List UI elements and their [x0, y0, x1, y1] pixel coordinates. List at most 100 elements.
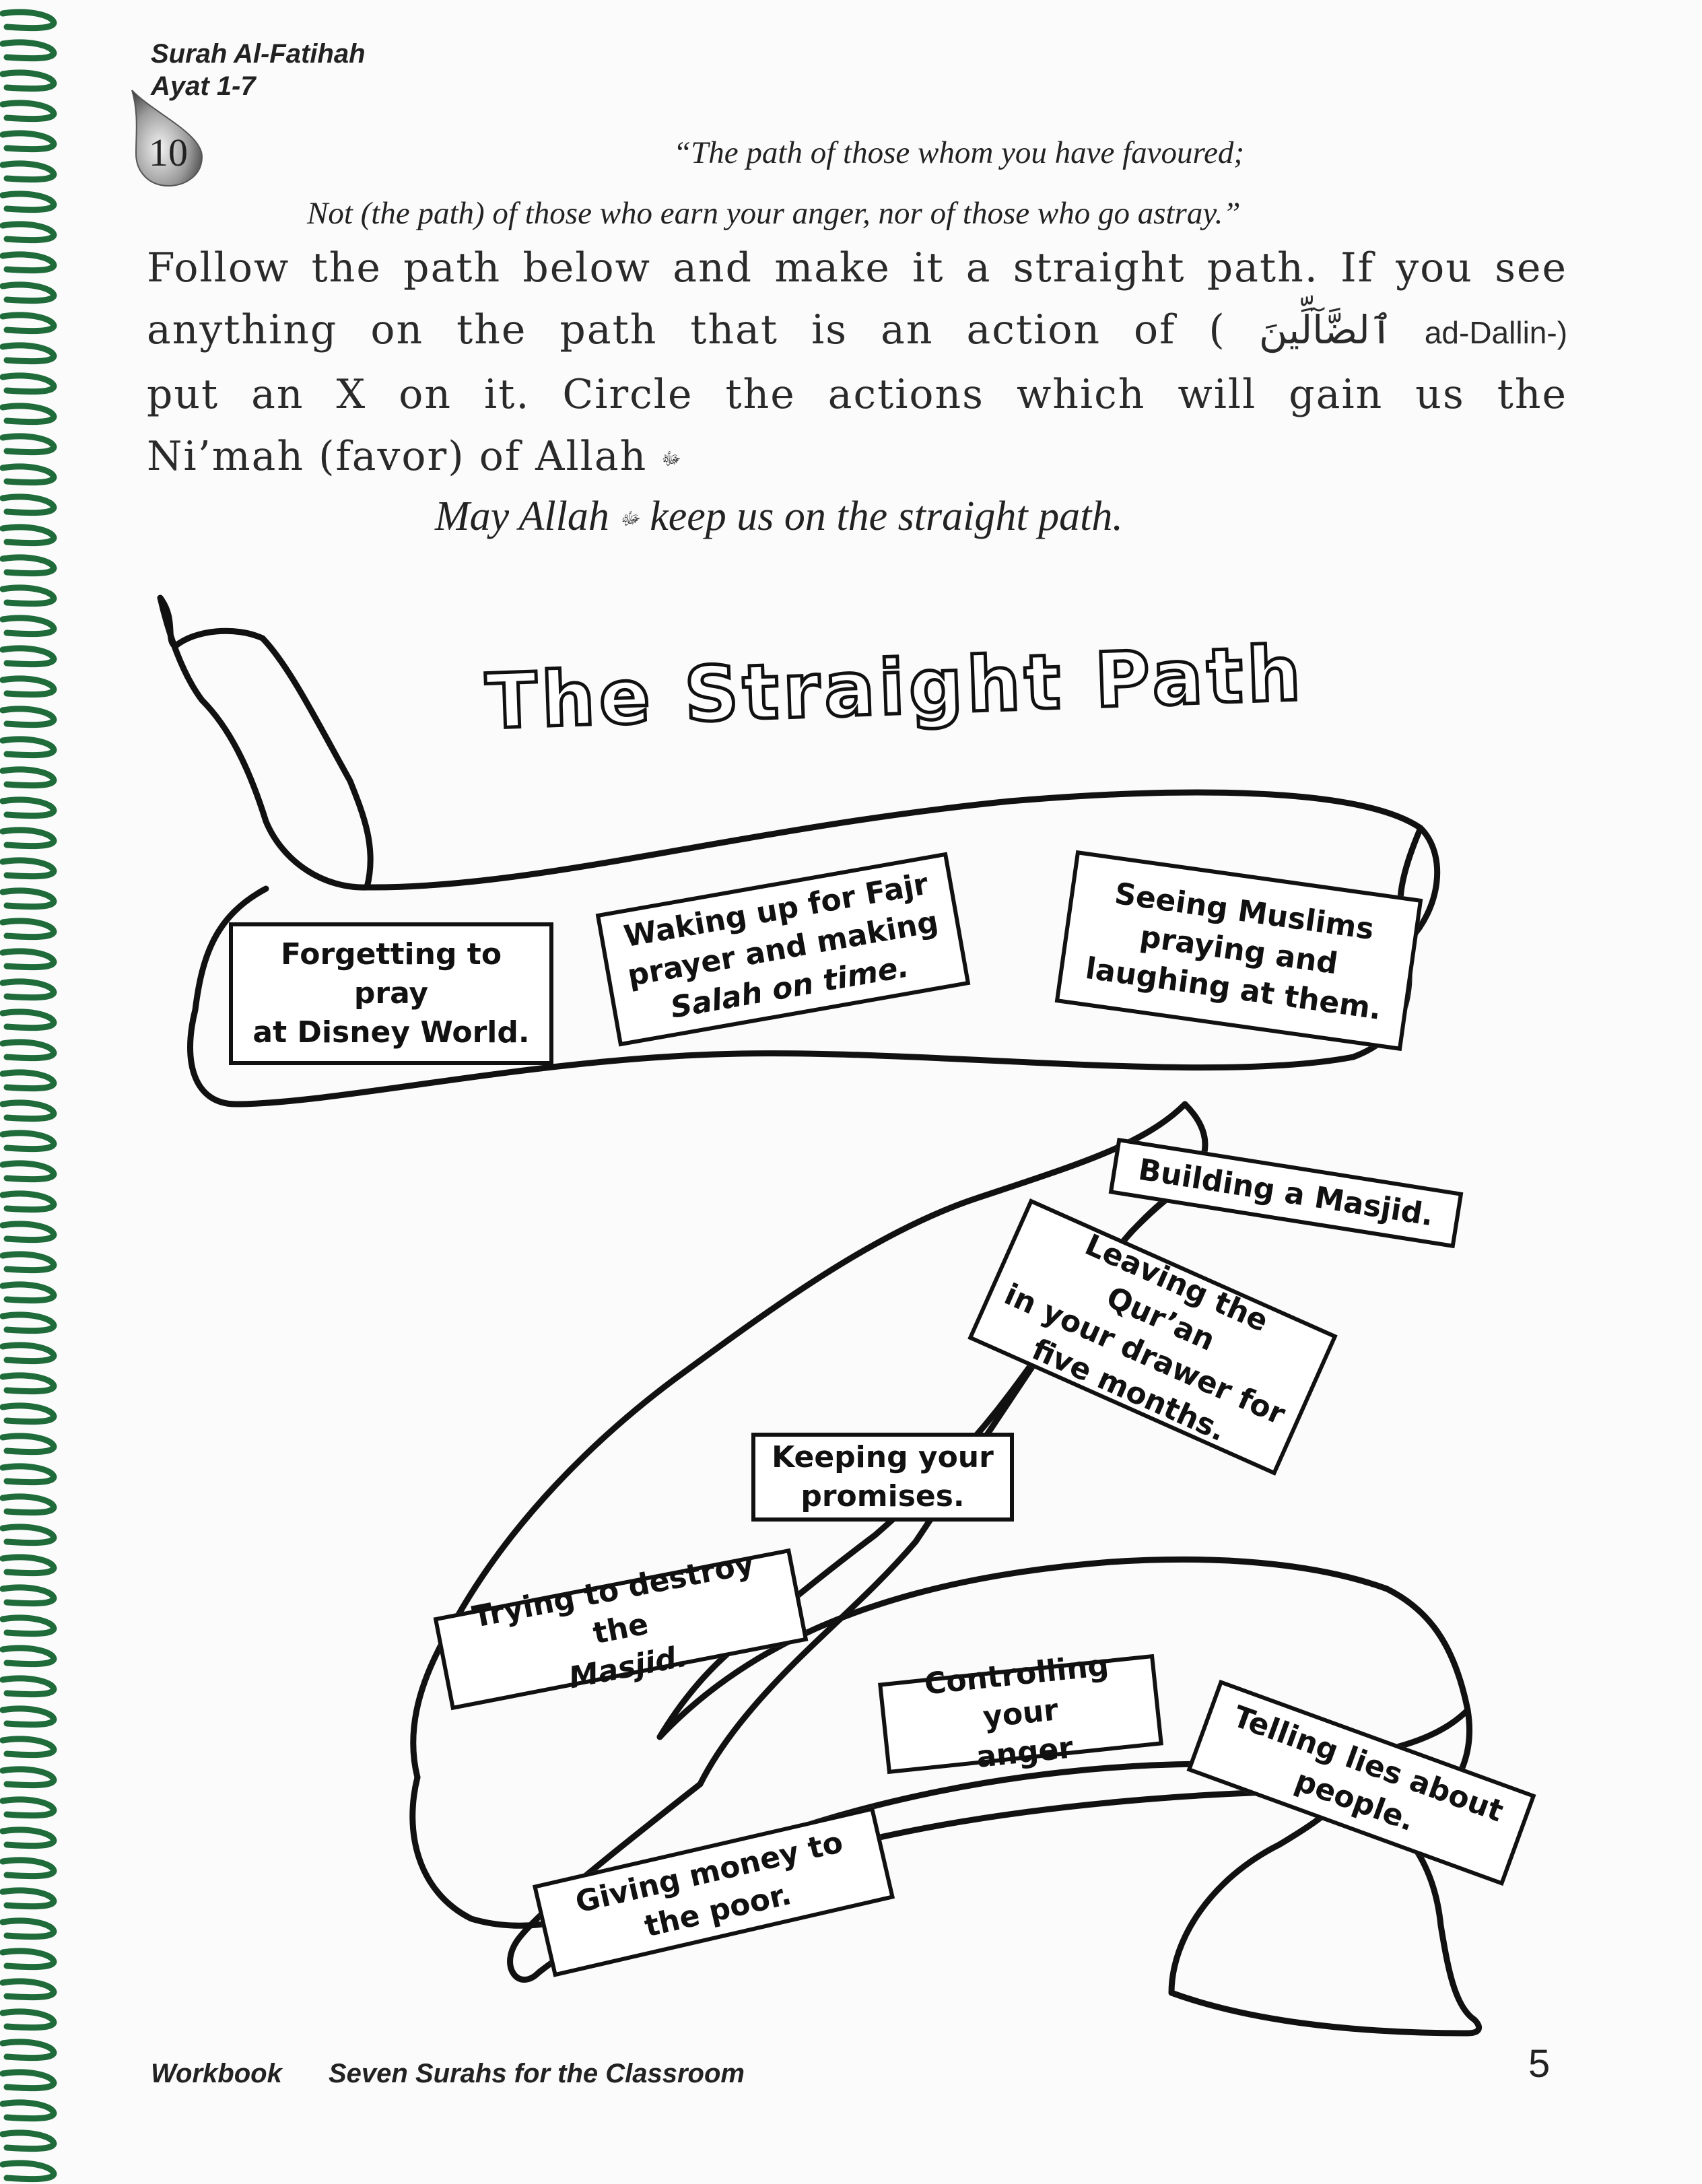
spiral-coil — [0, 736, 57, 759]
spiral-coil — [0, 675, 57, 698]
spiral-coil — [0, 1554, 57, 1577]
spiral-coil — [0, 1917, 57, 1940]
banner-tail-top — [157, 594, 374, 891]
spiral-coil — [0, 524, 57, 547]
spiral-coil — [0, 1402, 57, 1425]
spiral-coil — [0, 1342, 57, 1365]
spiral-coil — [0, 372, 57, 395]
spiral-coil — [0, 1796, 57, 1819]
spiral-coil — [0, 160, 57, 183]
spiral-coil — [0, 342, 57, 365]
spiral-coil — [0, 2039, 57, 2061]
spiral-coil — [0, 1524, 57, 1546]
page-number: 5 — [1528, 2042, 1551, 2086]
spiral-coil — [0, 1251, 57, 1274]
spiral-coil — [0, 584, 57, 607]
banner-tail-bottom — [1168, 1787, 1482, 2037]
ayah-number: 10 — [149, 131, 188, 174]
spiral-coil — [0, 191, 57, 213]
verse-line-1: “The path of those whom you have favoure… — [673, 135, 1245, 170]
spiral-coil — [0, 1099, 57, 1122]
spiral-coil — [0, 1311, 57, 1334]
spiral-coil — [0, 827, 57, 850]
spiral-coil — [0, 221, 57, 244]
banner-title: The Straight Path — [483, 628, 1308, 747]
spiral-coil — [0, 1130, 57, 1153]
spiral-coil — [0, 645, 57, 668]
spiral-binding — [0, 9, 57, 2183]
spiral-coil — [0, 1190, 57, 1213]
spiral-coil — [0, 1614, 57, 1637]
spiral-coil — [0, 100, 57, 123]
verse-line-2: Not (the path) of those who earn your an… — [307, 196, 1241, 231]
transliteration: ad-Dallin-) — [1424, 315, 1568, 350]
spiral-coil — [0, 9, 57, 32]
spiral-coil — [0, 796, 57, 819]
spiral-coil — [0, 39, 57, 62]
spiral-coil — [0, 1857, 57, 1880]
spiral-coil — [0, 2069, 57, 2092]
spiral-coil — [0, 1009, 57, 1031]
spiral-coil — [0, 1160, 57, 1183]
banner-title-text: The Straight Path — [484, 630, 1306, 746]
spiral-coil — [0, 1645, 57, 1668]
ayah-number-drop-icon: 10 — [131, 90, 203, 187]
spiral-coil — [0, 978, 57, 1001]
spiral-coil — [0, 1675, 57, 1698]
spiral-coil — [0, 766, 57, 789]
spiral-coil — [0, 706, 57, 728]
arabic-term-ad-dallin: ٱلضَّآلِّينَ — [1258, 307, 1393, 353]
spiral-coil — [0, 1766, 57, 1789]
spiral-coil — [0, 1493, 57, 1516]
spiral-coil — [0, 312, 57, 335]
footer-workbook: Workbook — [151, 2059, 282, 2088]
spiral-coil — [0, 1372, 57, 1395]
spiral-coil — [0, 251, 57, 274]
ayat-range: Ayat 1-7 — [151, 71, 256, 101]
spiral-coil — [0, 1281, 57, 1304]
spiral-coil — [0, 1948, 57, 1971]
spiral-coil — [0, 281, 57, 304]
spiral-coil — [0, 1736, 57, 1759]
spiral-coil — [0, 1978, 57, 2001]
spiral-coil — [0, 433, 57, 456]
footer-book-title: Seven Surahs for the Classroom — [329, 2059, 745, 2088]
honorific-glyph: ﷻ — [619, 508, 640, 529]
instruction-line-1: Follow the path below and make it a stra… — [147, 244, 1567, 292]
spiral-coil — [0, 2160, 57, 2183]
prayer-line: May Allah ﷻ keep us on the straight path… — [435, 493, 1123, 539]
spiral-coil — [0, 1887, 57, 1910]
spiral-coil — [0, 403, 57, 425]
spiral-coil — [0, 918, 57, 941]
spiral-coil — [0, 1039, 57, 1062]
spiral-coil — [0, 948, 57, 971]
instruction-line-4: Ni’mah (favor) of Allah ﷻ — [147, 425, 1567, 490]
spiral-coil — [0, 857, 57, 880]
spiral-coil — [0, 493, 57, 516]
spiral-coil — [0, 2099, 57, 2122]
spiral-coil — [0, 615, 57, 638]
instruction-line-3: put an X on it. Circle the actions which… — [147, 371, 1567, 418]
banner-top-band — [187, 789, 1441, 1107]
spiral-coil — [0, 1584, 57, 1607]
honorific-glyph: ﷻ — [661, 449, 681, 470]
instruction-line-2: anything on the path that is an action o… — [147, 306, 1568, 353]
spiral-coil — [0, 554, 57, 577]
spiral-coil — [0, 1069, 57, 1092]
instructions: Follow the path below and make it a stra… — [147, 237, 1567, 490]
spiral-coil — [0, 887, 57, 910]
spiral-coil — [0, 130, 57, 153]
spiral-coil — [0, 463, 57, 486]
spiral-coil — [0, 1463, 57, 1486]
spiral-coil — [0, 2129, 57, 2152]
spiral-coil — [0, 1433, 57, 1456]
spiral-coil — [0, 1705, 57, 1728]
surah-name: Surah Al-Fatihah — [151, 39, 366, 69]
spiral-coil — [0, 2008, 57, 2031]
spiral-coil — [0, 69, 57, 92]
spiral-coil — [0, 1827, 57, 1849]
